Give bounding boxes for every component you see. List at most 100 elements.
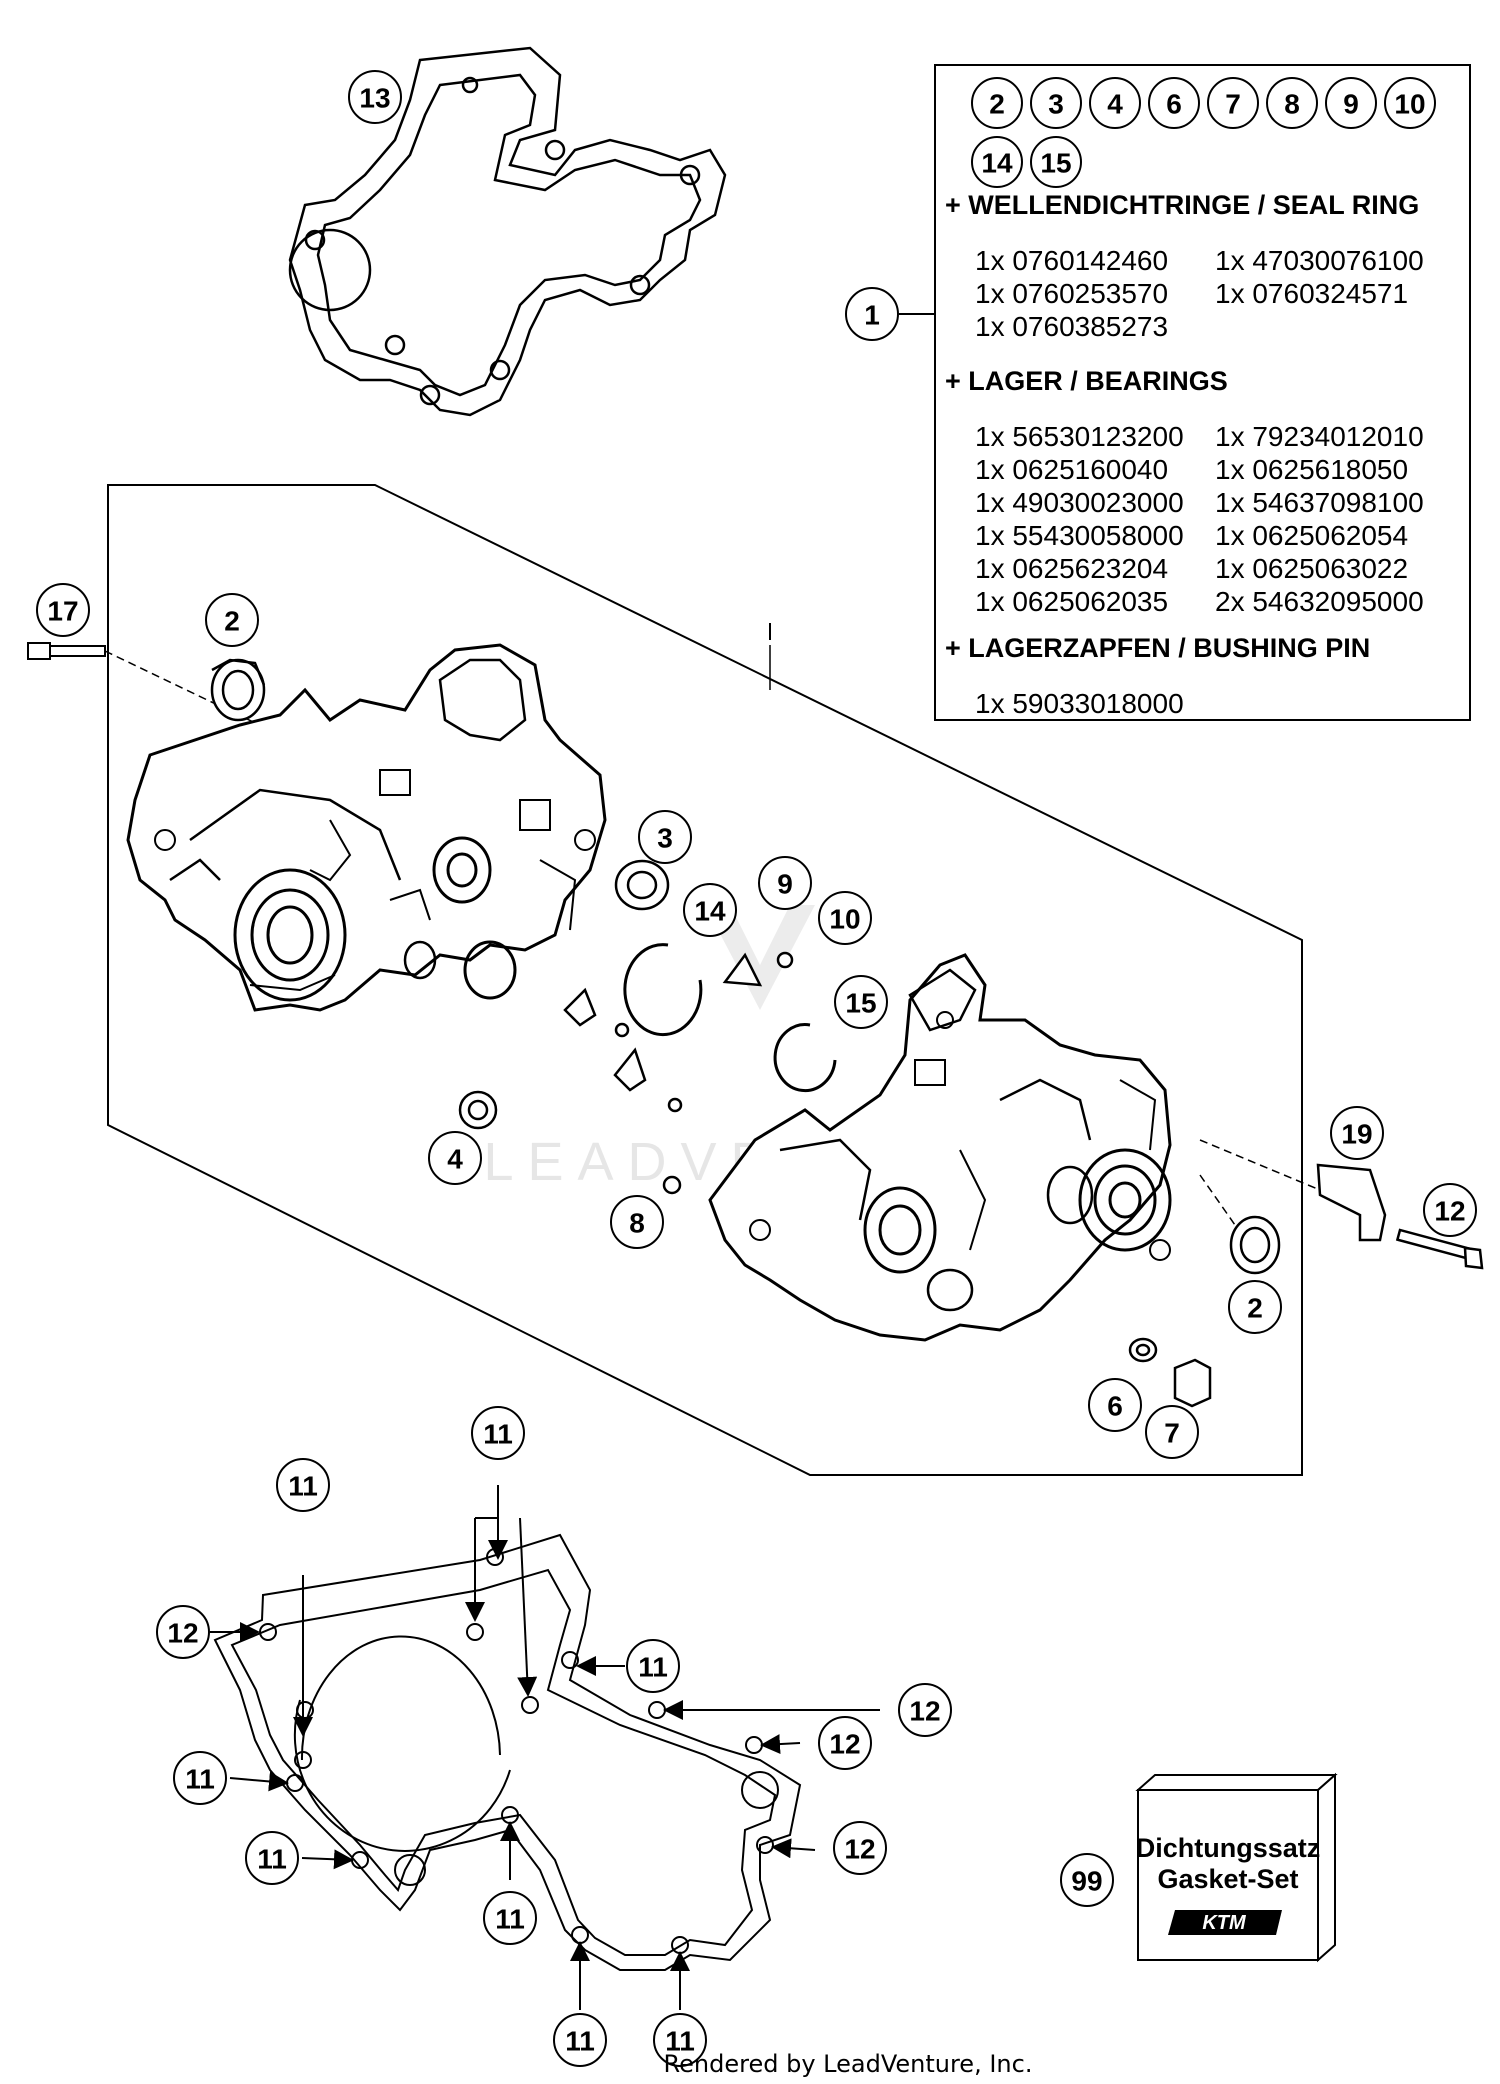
info-number-circle <box>1089 77 1141 129</box>
part-number-entry: 1x 0625062054 <box>1215 520 1408 551</box>
callout-circle <box>156 1605 210 1659</box>
callout-circle <box>471 1406 525 1460</box>
callout-label: 11 <box>288 1471 318 1502</box>
callout-c8: 8 <box>610 1195 664 1249</box>
callout-g12b: 12 <box>898 1683 952 1737</box>
part-number-entry: 1x 59033018000 <box>975 688 1184 719</box>
small-parts <box>210 658 1484 1408</box>
callout-circle <box>428 1131 482 1185</box>
info-number-circle <box>1030 136 1082 188</box>
callout-circle <box>610 1195 664 1249</box>
right-crankcase-half <box>708 953 1172 1342</box>
callout-circle <box>898 1683 952 1737</box>
callout-circle <box>553 2013 607 2067</box>
part-number-entry: 1x 0760253570 <box>975 278 1168 309</box>
callout-circle <box>1088 1378 1142 1432</box>
callout-label: 17 <box>47 596 78 627</box>
callout-label: 7 <box>1164 1418 1180 1449</box>
bolt-17 <box>27 642 271 731</box>
callout-circle <box>833 1821 887 1875</box>
callout-circle <box>758 856 812 910</box>
callout-g11f: 11 <box>483 1891 537 1945</box>
callout-g11h: 11 <box>653 2013 707 2067</box>
info-number-label: 9 <box>1343 89 1359 120</box>
footer-credit: Rendered by LeadVenture, Inc. <box>664 2050 1033 2078</box>
callout-circle <box>653 2013 707 2067</box>
info-number-circle <box>1325 77 1377 129</box>
callout-circle <box>36 583 90 637</box>
part-number-entry: 1x 0625063022 <box>1215 553 1408 584</box>
callout-g12c: 12 <box>818 1716 872 1770</box>
part-number-entry: 1x 0625618050 <box>1215 454 1408 485</box>
callout-circle <box>638 810 692 864</box>
section-heading: + LAGER / BEARINGS <box>945 366 1228 396</box>
callout-g11e: 11 <box>245 1831 299 1885</box>
callout-circle <box>818 1716 872 1770</box>
gasket-set-box: Dichtungssatz Gasket-Set KTM <box>1135 1772 1338 1963</box>
info-box-frame <box>934 64 1471 721</box>
callout-g11d: 11 <box>173 1751 227 1805</box>
ktm-logo-text: KTM <box>1202 1912 1247 1934</box>
part-number-entry: 1x 0625062035 <box>975 586 1168 617</box>
callout-g12d: 12 <box>833 1821 887 1875</box>
callout-c4: 4 <box>428 1131 482 1185</box>
part-number-entry: 1x 0760142460 <box>975 245 1168 276</box>
callout-label: 11 <box>495 1904 525 1935</box>
callout-circle <box>348 70 402 124</box>
callout-label: 12 <box>1434 1196 1465 1227</box>
callout-circle <box>205 593 259 647</box>
part-number-entry: 1x 56530123200 <box>975 421 1184 452</box>
callout-circle <box>245 1831 299 1885</box>
info-number-label: 15 <box>1040 148 1071 179</box>
callout-c2a: 2 <box>205 593 259 647</box>
info-number-circle <box>1384 77 1436 129</box>
callout-label: 13 <box>359 83 390 114</box>
part-number-entry: 1x 47030076100 <box>1215 245 1424 276</box>
callout-label: 6 <box>1107 1391 1123 1422</box>
section-heading: + LAGERZAPFEN / BUSHING PIN <box>945 633 1370 663</box>
part-number-entry: 2x 54632095000 <box>1215 586 1424 617</box>
part-number-entry: 1x 79234012010 <box>1215 421 1424 452</box>
callout-circle <box>683 883 737 937</box>
callout-circle <box>276 1458 330 1512</box>
info-number-label: 7 <box>1225 89 1241 120</box>
callout-c7: 7 <box>1145 1405 1199 1459</box>
part-number-entry: 1x 0760324571 <box>1215 278 1408 309</box>
callout-label: 11 <box>565 2026 595 2057</box>
callout-circle <box>1060 1853 1114 1907</box>
callout-circle <box>1423 1183 1477 1237</box>
callout-label: 19 <box>1341 1119 1372 1150</box>
callout-label: 15 <box>845 988 876 1019</box>
callout-c3: 3 <box>638 810 692 864</box>
callout-c2b: 2 <box>1228 1280 1282 1334</box>
callout-label: 99 <box>1071 1866 1102 1897</box>
info-number-circle <box>971 136 1023 188</box>
info-number-label: 8 <box>1284 89 1300 120</box>
callout-g12a: 12 <box>156 1605 210 1659</box>
callout-c19: 19 <box>1330 1106 1384 1160</box>
callout-c13: 13 <box>348 70 402 124</box>
callout-label: 11 <box>185 1764 215 1795</box>
callout-g11a: 11 <box>276 1458 330 1512</box>
callout-c9: 9 <box>758 856 812 910</box>
callout-circle <box>626 1639 680 1693</box>
info-number-label: 4 <box>1107 89 1123 120</box>
callout-circle <box>845 287 899 341</box>
lower-crankcase-gasket <box>213 1533 802 1971</box>
callout-label: 4 <box>447 1144 463 1175</box>
gasket-set-line1: Dichtungssatz <box>1136 1833 1321 1863</box>
callout-circle <box>173 1751 227 1805</box>
leader-lines <box>210 313 935 2010</box>
callout-label: 1 <box>864 300 880 331</box>
callout-circle <box>818 891 872 945</box>
callout-label: 11 <box>483 1419 513 1450</box>
callout-c15: 15 <box>834 975 888 1029</box>
info-number-label: 14 <box>981 148 1013 179</box>
info-number-circle <box>1030 77 1082 129</box>
callout-c14: 14 <box>683 883 737 937</box>
info-number-circle <box>1148 77 1200 129</box>
callout-label: 12 <box>167 1618 198 1649</box>
